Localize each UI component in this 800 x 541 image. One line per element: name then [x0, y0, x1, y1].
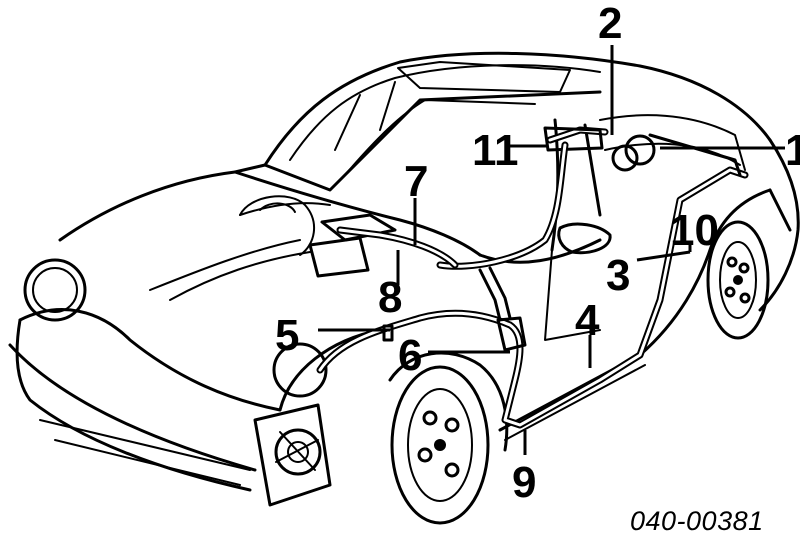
callout-2: 2: [598, 0, 622, 48]
callout-4: 4: [575, 296, 600, 345]
callout-11: 11: [472, 126, 519, 175]
part-number: 040-00381: [630, 506, 764, 536]
callout-10: 10: [670, 206, 719, 255]
callout-5: 5: [275, 311, 299, 360]
callout-labels: 1 2 3 4 5 6 7 8 9 10 11: [275, 0, 800, 507]
callout-3: 3: [606, 251, 630, 300]
callout-1: 1: [785, 126, 800, 175]
callout-7: 7: [404, 157, 428, 206]
pipe-routing: [316, 126, 749, 429]
car-body: [8, 51, 800, 525]
callout-9: 9: [512, 458, 536, 507]
callout-6: 6: [398, 331, 422, 380]
callout-8: 8: [378, 273, 402, 322]
leader-lines: [318, 45, 785, 455]
